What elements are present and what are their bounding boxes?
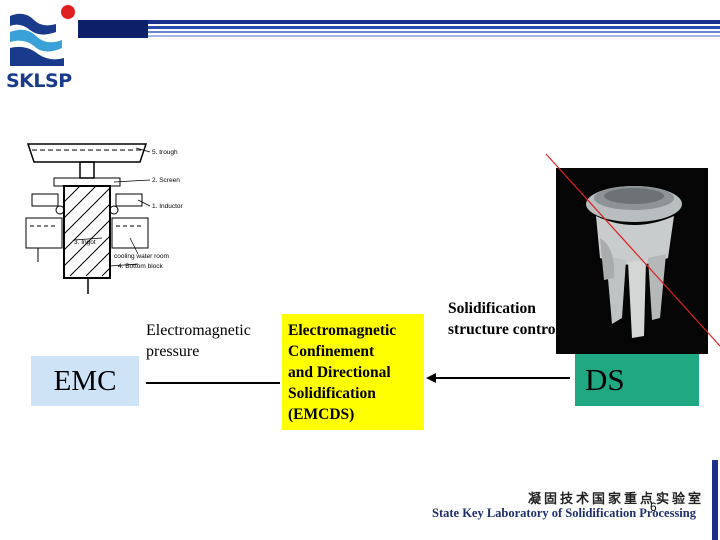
emcds-line: Solidification — [288, 385, 376, 402]
arrow-left-icon — [426, 373, 570, 383]
footer-accent-bar — [712, 460, 718, 540]
diagram-label-bottom-block: 4. Bottom block — [118, 263, 164, 270]
emc-label: EMC — [53, 364, 117, 397]
solidification-structure-label: Solidification structure control — [448, 300, 560, 338]
emcds-line: and Directional — [288, 364, 391, 381]
diagram-label-trough: 5. trough — [152, 149, 178, 156]
footer-en-title: State Key Laboratory of Solidification P… — [432, 506, 696, 520]
ds-box: DS — [575, 354, 699, 406]
ds-label: DS — [585, 362, 625, 397]
diagram-label-screen: 2. Screen — [152, 177, 180, 184]
emcds-line: Confinement — [288, 343, 375, 360]
emcds-line: Electromagnetic — [288, 322, 397, 339]
electromagnetic-pressure-label: Electromagnetic pressure — [146, 322, 251, 360]
page-number: 6 — [650, 500, 657, 514]
cast-part-photo — [556, 168, 708, 354]
connector-line — [146, 382, 280, 384]
diagram-label-inductor: 1. Inductor — [152, 203, 184, 210]
diagram-label-water-room: cooling water room — [114, 253, 169, 260]
diagram-label-ingot: 3. Ingot — [74, 239, 96, 246]
emc-box: EMC — [31, 356, 139, 406]
emcds-line: (EMCDS) — [288, 406, 355, 423]
emc-furnace-diagram: 5. trough 2. Screen 1. Inductor 3. Ingot… — [25, 143, 184, 294]
footer-cn-title: 凝固技术国家重点实验室 — [528, 492, 705, 507]
sklsp-logo-icon — [8, 5, 75, 68]
emcds-box: Electromagnetic Confinement and Directio… — [282, 314, 424, 430]
header-stripe — [78, 18, 720, 40]
logo-text: SKLSP — [6, 70, 72, 92]
